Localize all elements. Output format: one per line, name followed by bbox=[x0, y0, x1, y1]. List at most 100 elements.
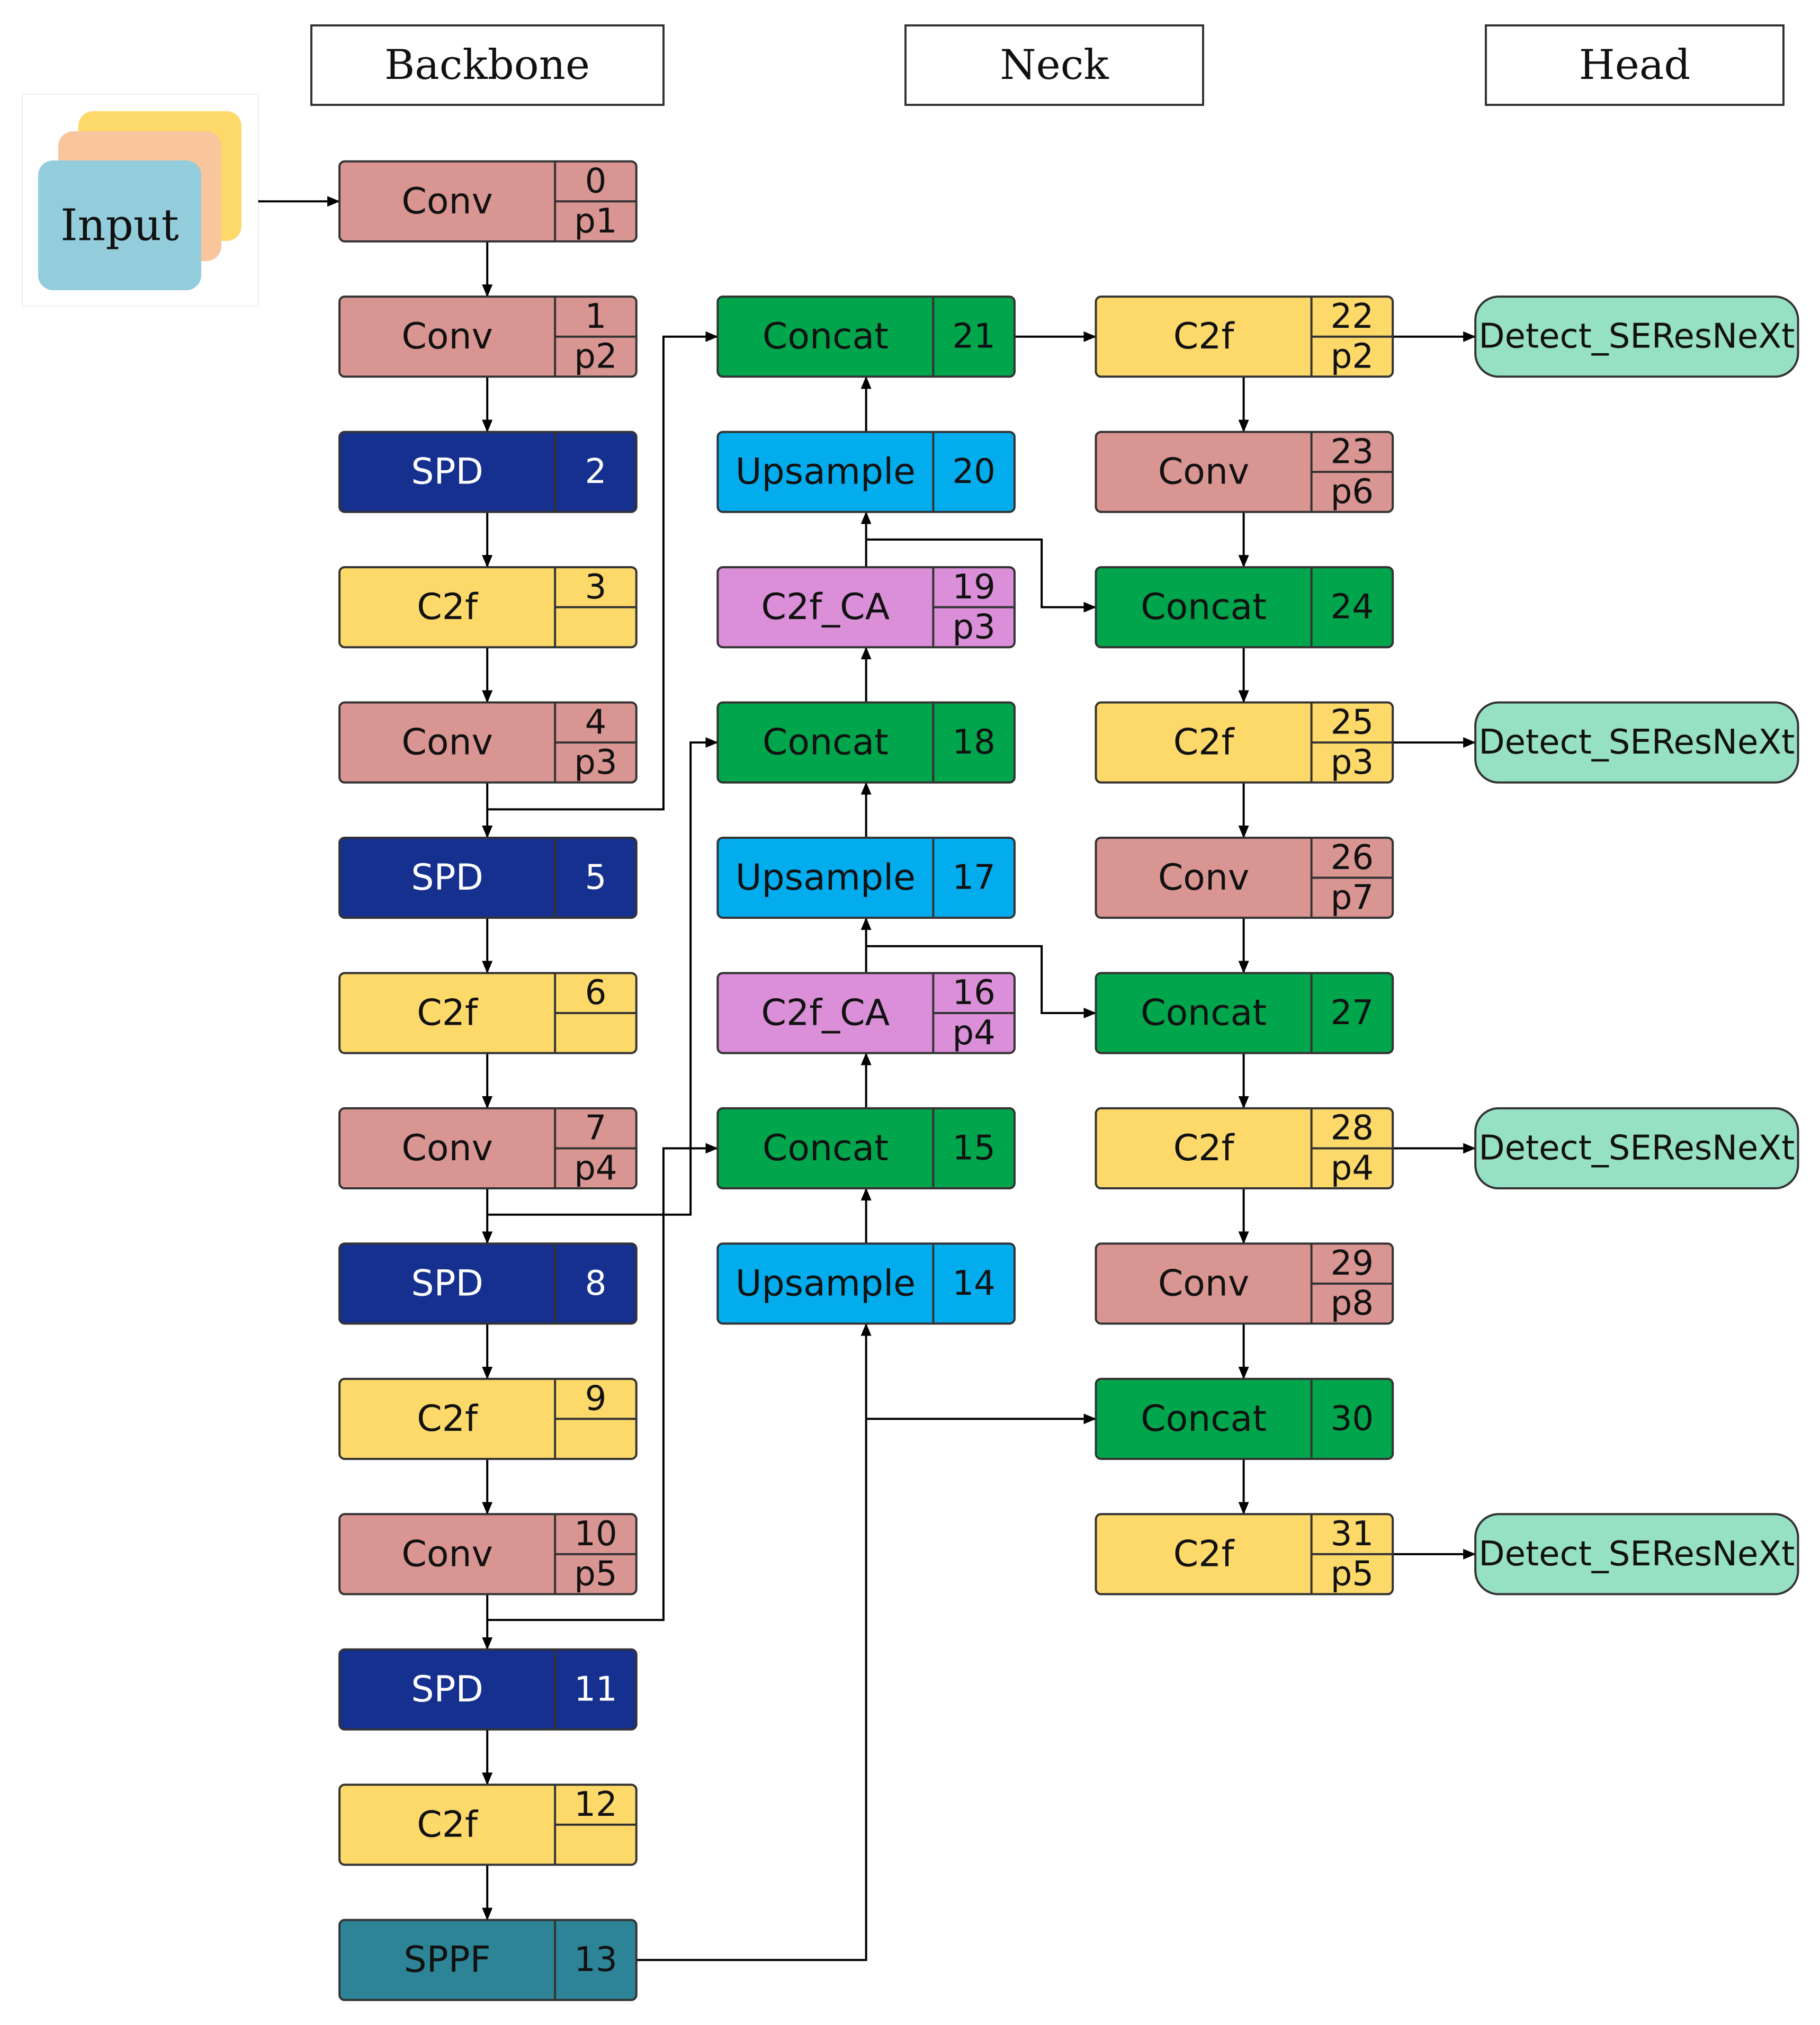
layer-15-index: 15 bbox=[952, 1128, 995, 1168]
edge-19-to-24 bbox=[866, 538, 1097, 613]
detect-head-25: Detect_SEResNeXt bbox=[1474, 701, 1799, 784]
edge-4-to-21 bbox=[488, 331, 719, 811]
detect-box bbox=[1474, 1107, 1799, 1190]
edge-13-to-14 bbox=[636, 1323, 872, 1961]
layer-14-label: Upsample bbox=[736, 1262, 916, 1304]
detect-label: Detect_SEResNeXt bbox=[1478, 1535, 1795, 1574]
layer-22-index: 22 bbox=[1331, 297, 1374, 336]
layer-12-block: C2f 12 bbox=[338, 1784, 638, 1866]
layer-5-block: SPD 5 bbox=[338, 836, 638, 919]
layer-3-index: 3 bbox=[585, 568, 607, 607]
layer-4-label: Conv bbox=[401, 722, 492, 764]
layer-7-index: 7 bbox=[585, 1109, 607, 1148]
layer-21-body bbox=[716, 295, 1016, 378]
layer-0-level: p1 bbox=[574, 202, 617, 241]
layer-30-body bbox=[1095, 1377, 1394, 1460]
layer-24-body bbox=[1095, 566, 1394, 649]
detect-head-28: Detect_SEResNeXt bbox=[1474, 1107, 1799, 1190]
layer-8-index: 8 bbox=[585, 1264, 607, 1303]
detect-label: Detect_SEResNeXt bbox=[1478, 1128, 1795, 1168]
layer-5-body bbox=[338, 836, 638, 919]
layer-5-index: 5 bbox=[585, 858, 607, 898]
connections bbox=[258, 196, 1476, 1961]
layer-26-label: Conv bbox=[1158, 857, 1249, 899]
layer-17-body bbox=[716, 836, 1016, 919]
layer-8-block: SPD 8 bbox=[338, 1242, 638, 1325]
layer-25-index: 25 bbox=[1331, 703, 1374, 742]
layer-20-label: Upsample bbox=[736, 451, 916, 493]
layer-2-index: 2 bbox=[585, 452, 607, 491]
layer-0-label: Conv bbox=[401, 181, 492, 222]
layer-25-level: p3 bbox=[1331, 743, 1374, 782]
layer-6-label: C2f bbox=[417, 992, 479, 1034]
layer-13-body bbox=[338, 1919, 638, 2001]
layer-30-index: 30 bbox=[1331, 1399, 1374, 1438]
layer-5-label: SPD bbox=[411, 857, 483, 899]
layer-18-index: 18 bbox=[952, 723, 995, 762]
layer-10-index: 10 bbox=[574, 1515, 617, 1554]
layer-25-label: C2f bbox=[1173, 722, 1235, 764]
layer-1-label: Conv bbox=[401, 316, 492, 357]
header-backbone: Backbone bbox=[310, 24, 665, 106]
layer-12-label: C2f bbox=[417, 1804, 479, 1845]
layer-29-level: p8 bbox=[1331, 1284, 1374, 1323]
layer-23-label: Conv bbox=[1158, 451, 1249, 493]
layer-26-level: p7 bbox=[1331, 878, 1374, 917]
layer-29-index: 29 bbox=[1331, 1244, 1374, 1283]
input-stack: Input bbox=[22, 94, 259, 307]
edge-10-to-15 bbox=[488, 1143, 719, 1621]
layer-6-index: 6 bbox=[585, 973, 607, 1012]
input-label: Input bbox=[60, 201, 179, 251]
detect-box bbox=[1474, 1513, 1799, 1596]
layer-29-label: Conv bbox=[1158, 1262, 1249, 1304]
layer-13-label: SPPF bbox=[404, 1939, 490, 1981]
layer-7-label: Conv bbox=[401, 1127, 492, 1169]
layer-11-body bbox=[338, 1648, 638, 1731]
header-neck: Neck bbox=[904, 24, 1204, 106]
layer-16-level: p4 bbox=[952, 1014, 995, 1053]
layer-11-index: 11 bbox=[574, 1670, 617, 1709]
layer-15-label: Concat bbox=[763, 1127, 889, 1169]
detect-box bbox=[1474, 295, 1799, 378]
edge-16-to-27 bbox=[866, 945, 1097, 1019]
layer-11-label: SPD bbox=[411, 1669, 483, 1710]
edge-7-to-18 bbox=[488, 737, 719, 1216]
layer-21-label: Concat bbox=[763, 316, 889, 357]
layer-28-index: 28 bbox=[1331, 1109, 1374, 1148]
detect-label: Detect_SEResNeXt bbox=[1478, 317, 1795, 356]
layer-3-label: C2f bbox=[417, 586, 479, 628]
layer-8-label: SPD bbox=[411, 1262, 483, 1304]
layer-9-index: 9 bbox=[585, 1379, 607, 1419]
layer-14-index: 14 bbox=[952, 1264, 995, 1303]
layer-28-level: p4 bbox=[1331, 1149, 1374, 1188]
layer-27-body bbox=[1095, 972, 1394, 1054]
layer-22-label: C2f bbox=[1173, 316, 1235, 357]
layer-15-body bbox=[716, 1107, 1016, 1190]
layer-20-index: 20 bbox=[952, 452, 995, 491]
layer-14-body bbox=[716, 1242, 1016, 1325]
layer-24-index: 24 bbox=[1331, 588, 1374, 627]
layer-31-label: C2f bbox=[1173, 1533, 1235, 1575]
layer-11-block: SPD 11 bbox=[338, 1648, 638, 1731]
detect-head-31: Detect_SEResNeXt bbox=[1474, 1513, 1799, 1596]
layer-18-body bbox=[716, 701, 1016, 784]
layer-10-level: p5 bbox=[574, 1555, 617, 1594]
layer-19-label: C2f_CA bbox=[761, 586, 890, 628]
layer-12-index: 12 bbox=[574, 1785, 617, 1824]
layer-4-level: p3 bbox=[574, 743, 617, 782]
